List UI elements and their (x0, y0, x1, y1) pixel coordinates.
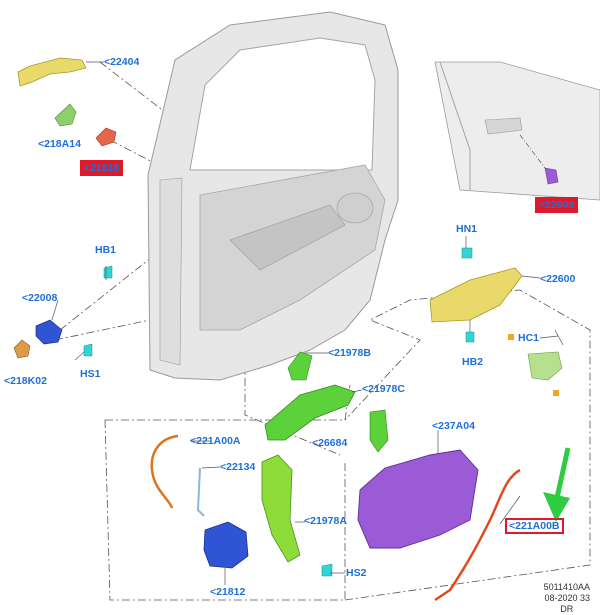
screw-hs1 (83, 343, 93, 357)
trim-shield-part (357, 449, 479, 549)
lock-cylinder-part (35, 319, 63, 345)
label-hn1: HN1 (456, 223, 478, 235)
seal-part (13, 339, 31, 359)
bezel-part (54, 103, 77, 127)
label-21812: <21812 (210, 586, 246, 598)
label-hb2: HB2 (462, 356, 484, 368)
label-hs1: HS1 (80, 368, 101, 380)
label-218k02: <218K02 (4, 375, 47, 387)
label-237a04: <237A04 (432, 420, 475, 432)
label-221a00a: <221A00A (190, 435, 241, 447)
bracket-21978c (369, 409, 389, 453)
footer-date: 08-2020 33 (544, 593, 590, 603)
label-22134: <22134 (220, 461, 256, 473)
label-218a14: <218A14 (38, 138, 81, 150)
rod-22134 (196, 467, 205, 517)
label-hs2: HS2 (346, 567, 367, 579)
window-regulator-module (264, 384, 356, 441)
cap-part (95, 127, 117, 147)
inset-door-view (434, 61, 600, 201)
nut-hn1 (461, 247, 473, 259)
footer-block: 5011410AA 08-2020 33 DR (544, 582, 590, 615)
callout-arrow (543, 447, 571, 522)
bracket-21978b (287, 351, 313, 381)
screw-hs2 (321, 563, 333, 577)
footer-code: 5011410AA (543, 582, 590, 592)
label-22600: <22600 (540, 273, 576, 285)
label-221a00b-highlight: <221A00B (505, 518, 564, 534)
bolt-hb2 (465, 331, 475, 343)
cable-221a00a (150, 434, 179, 509)
label-inset-highlight: <22600 (535, 197, 579, 213)
carrier-21978a (261, 454, 301, 563)
exterior-handle-part (17, 57, 87, 87)
footer-view: DR (560, 604, 574, 614)
label-21978b: <21978B (328, 347, 371, 359)
clip-hc1-marker-2 (553, 390, 559, 396)
label-ticks (51, 61, 559, 585)
clip-hc1-marker (508, 334, 514, 340)
label-22008: <22008 (22, 292, 58, 304)
interior-handle-part (429, 267, 523, 323)
door-inner-panel (147, 11, 399, 381)
label-21978c: <21978C (362, 383, 405, 395)
label-22404: <22404 (104, 56, 140, 68)
label-hb1: HB1 (95, 244, 117, 256)
label-hc1: HC1 (518, 332, 540, 344)
label-21818-highlight: <21818 (80, 160, 124, 176)
door-latch-part (203, 521, 249, 569)
label-26684: <26684 (312, 437, 348, 449)
bracket-hc1 (527, 351, 563, 381)
cable-221a00b (434, 468, 521, 602)
label-21978a: <21978A (304, 515, 347, 527)
bolt-hb1 (103, 265, 113, 279)
